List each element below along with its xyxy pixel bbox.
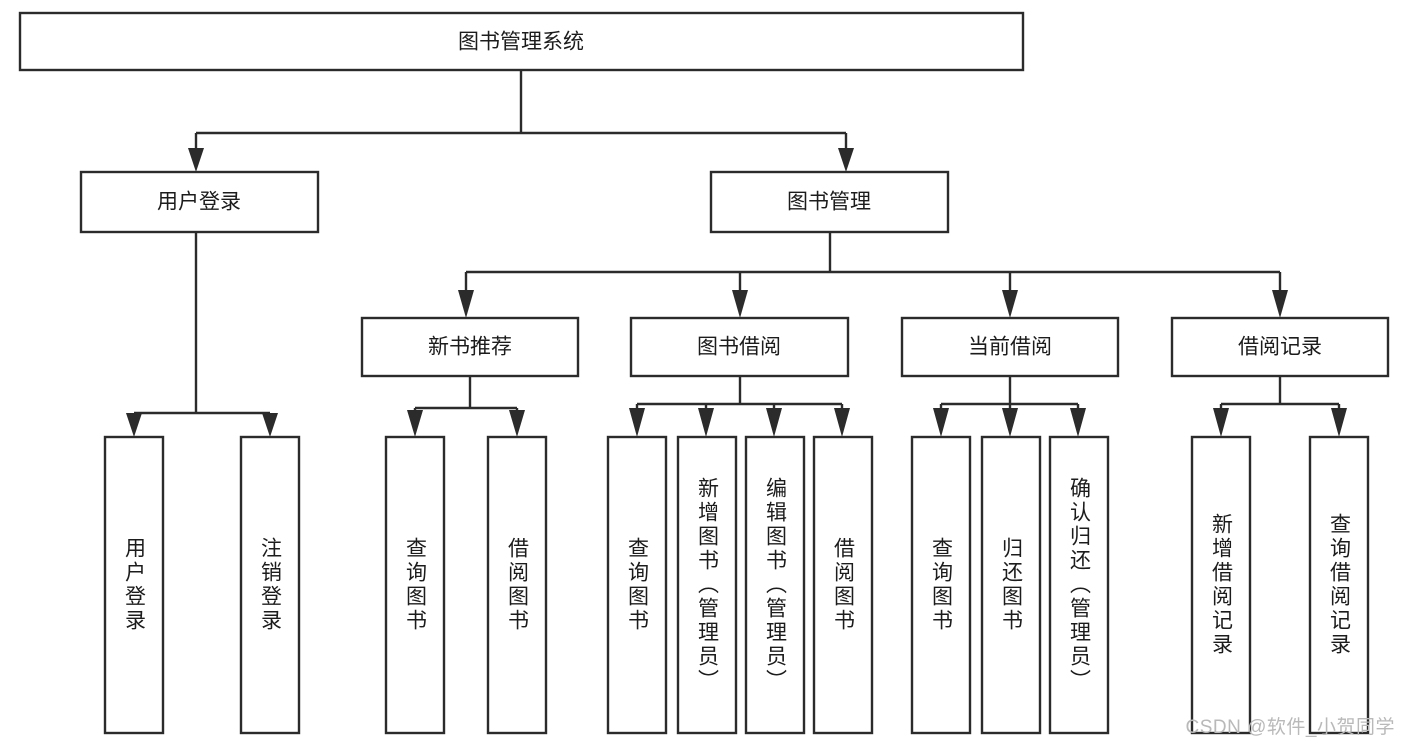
connector-newbook-to-leaves [407, 376, 525, 437]
leaf-rect-currentborrow-2[interactable] [1048, 435, 1110, 735]
node-user-login-label: 用户登录 [157, 191, 241, 214]
node-current-borrow-rect [900, 316, 1120, 378]
connector-currentborrow-to-leaves [933, 376, 1086, 437]
leaf-rect-borrowrecord-1[interactable] [1308, 435, 1370, 735]
leaf-rect-newbook-1[interactable] [486, 435, 548, 735]
node-new-book-recommend[interactable]: 新书推荐 [360, 316, 580, 378]
connector-user-login-to-leaves [126, 232, 278, 437]
leaf-rect-bookborrow-0[interactable] [606, 435, 668, 735]
connector-book-manage-to-level3 [458, 232, 1288, 318]
node-new-book-recommend-rect [360, 316, 580, 378]
node-borrow-record-rect [1170, 316, 1390, 378]
node-book-borrow-label: 图书借阅 [697, 336, 781, 359]
node-book-manage-label: 图书管理 [787, 191, 871, 214]
connector-root-to-level2 [188, 70, 854, 172]
node-borrow-record-label: 借阅记录 [1238, 336, 1322, 359]
node-root-label: 图书管理系统 [458, 31, 584, 54]
node-book-borrow-rect [629, 316, 850, 378]
node-current-borrow[interactable]: 当前借阅 [900, 316, 1120, 378]
node-root-rect [18, 11, 1025, 72]
leaf-rect-user-login-0[interactable] [103, 435, 165, 735]
connector-bookborrow-to-leaves [629, 376, 850, 437]
connector-borrowrecord-to-leaves [1213, 376, 1347, 437]
node-user-login-rect [79, 170, 320, 234]
node-root[interactable]: 图书管理系统 [18, 11, 1025, 72]
node-current-borrow-label: 当前借阅 [968, 336, 1052, 359]
node-new-book-recommend-label: 新书推荐 [428, 336, 512, 359]
node-book-borrow[interactable]: 图书借阅 [629, 316, 850, 378]
csdn-watermark: CSDN @软件_小贺同学 [1185, 717, 1395, 738]
leaf-rect-currentborrow-0[interactable] [910, 435, 972, 735]
leaf-rect-bookborrow-1[interactable] [676, 435, 738, 735]
leaf-rect-newbook-0[interactable] [384, 435, 446, 735]
node-user-login[interactable]: 用户登录 [79, 170, 320, 234]
node-book-manage-rect [709, 170, 950, 234]
leaf-rect-bookborrow-2[interactable] [744, 435, 806, 735]
leaf-rect-user-login-1[interactable] [239, 435, 301, 735]
leaf-rect-currentborrow-1[interactable] [980, 435, 1042, 735]
node-book-manage[interactable]: 图书管理 [709, 170, 950, 234]
leaf-rect-bookborrow-3[interactable] [812, 435, 874, 735]
node-borrow-record[interactable]: 借阅记录 [1170, 316, 1390, 378]
leaf-rect-borrowrecord-0[interactable] [1190, 435, 1252, 735]
